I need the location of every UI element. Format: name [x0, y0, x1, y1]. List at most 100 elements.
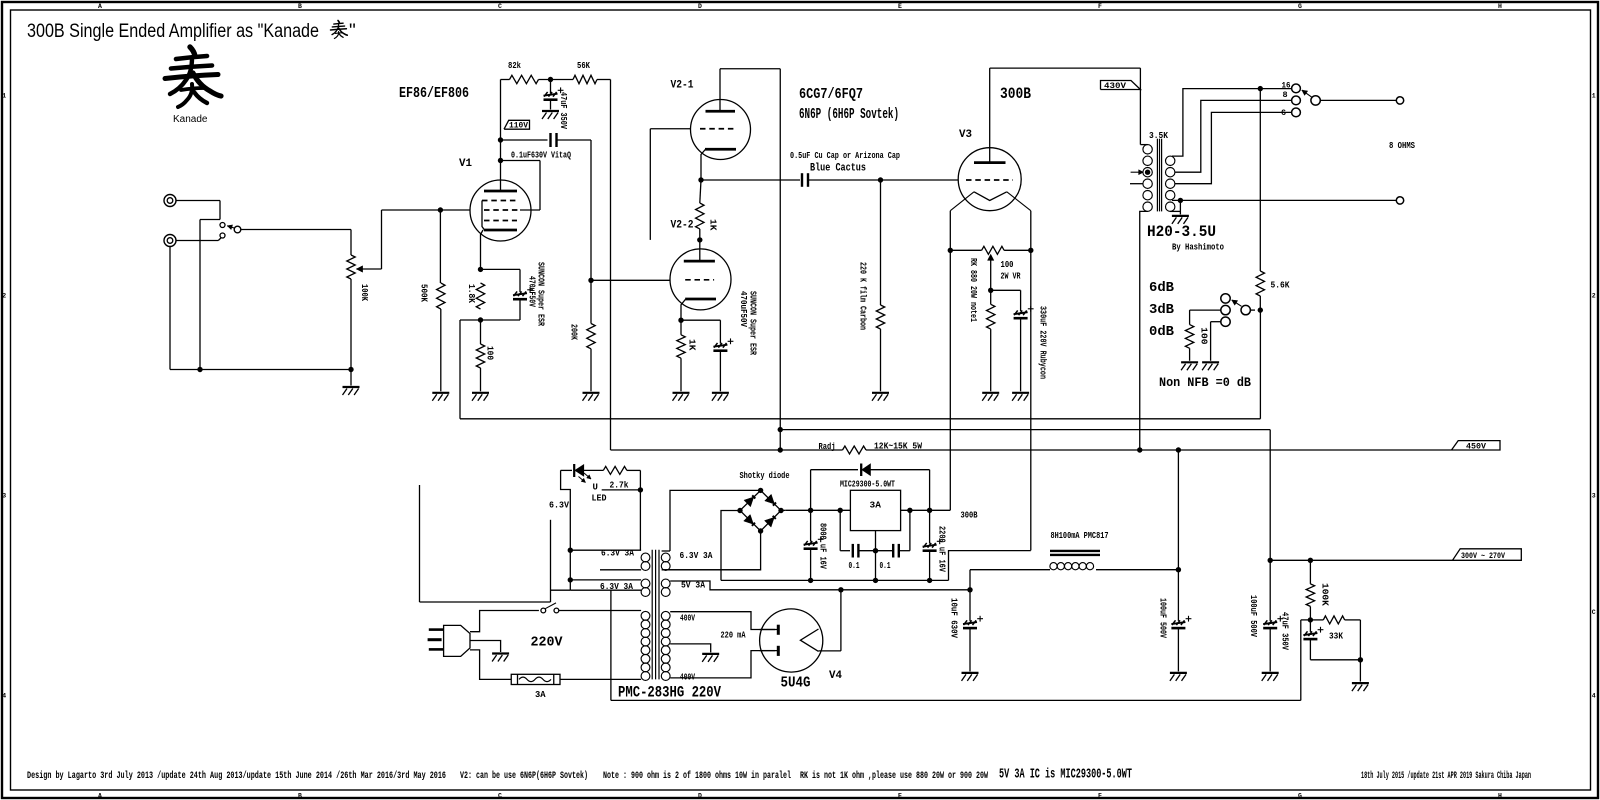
svg-text:300V ~ 270V: 300V ~ 270V	[1461, 552, 1505, 561]
svg-text:100K: 100K	[1320, 583, 1331, 606]
svg-text:2: 2	[1592, 293, 1596, 300]
svg-text:SUNCON Super ESR: SUNCON Super ESR	[536, 262, 547, 326]
svg-text:8H100mA PMC817: 8H100mA PMC817	[1051, 530, 1109, 541]
svg-text:4: 4	[2, 693, 6, 700]
svg-text:33K: 33K	[1329, 631, 1343, 642]
svg-text:220V: 220V	[531, 635, 564, 651]
svg-text:SUNCON Super ESR: SUNCON Super ESR	[748, 291, 759, 355]
svg-text:100uF 500V: 100uF 500V	[1248, 595, 1259, 637]
svg-text:1: 1	[2, 93, 6, 100]
svg-text:RK 880 20W note1: RK 880 20W note1	[968, 258, 979, 322]
svg-text:V2-1: V2-1	[671, 80, 694, 92]
svg-text:16: 16	[1282, 81, 1291, 91]
svg-text:6dB: 6dB	[1149, 281, 1174, 296]
svg-text:C: C	[498, 793, 502, 800]
svg-text:47uF 350V: 47uF 350V	[1280, 612, 1291, 650]
svg-text:100: 100	[1001, 259, 1014, 270]
svg-text:C: C	[498, 3, 502, 10]
svg-text:E: E	[898, 3, 902, 10]
svg-text:500K: 500K	[419, 284, 430, 302]
svg-text:A: A	[98, 793, 102, 800]
svg-text:100uF 500V: 100uF 500V	[1158, 598, 1169, 638]
svg-text:B: B	[298, 3, 302, 10]
svg-text:6: 6	[1281, 108, 1286, 118]
svg-text:LED: LED	[592, 494, 608, 504]
svg-text:F: F	[1098, 793, 1102, 800]
svg-text:MIC29300-5.0WT: MIC29300-5.0WT	[840, 479, 895, 490]
svg-text:5.6K: 5.6K	[1271, 280, 1290, 291]
svg-text:2.7k: 2.7k	[610, 480, 629, 491]
svg-text:470uF50V: 470uF50V	[738, 291, 749, 327]
svg-text:Kanade: Kanade	[173, 114, 208, 125]
svg-text:0.1: 0.1	[880, 560, 891, 571]
svg-text:Note : 900 ohm is 2 of 1800 oh: Note : 900 ohm is 2 of 1800 ohms 10W in …	[603, 770, 791, 782]
svg-text:V1: V1	[459, 158, 472, 170]
svg-text:H: H	[1498, 793, 1502, 800]
svg-text:H20-3.5U: H20-3.5U	[1147, 223, 1216, 241]
svg-text:300B: 300B	[961, 510, 978, 521]
svg-text:100K: 100K	[359, 284, 370, 301]
svg-text:V2: can be use 6N6P(6H6P Sovte: V2: can be use 6N6P(6H6P Sovtek)	[460, 770, 588, 782]
svg-text:12K~15K 5W: 12K~15K 5W	[874, 441, 922, 452]
svg-text:8: 8	[1283, 90, 1288, 100]
svg-text:EF86/EF806: EF86/EF806	[399, 85, 469, 102]
svg-text:By Hashimoto: By Hashimoto	[1172, 243, 1224, 253]
svg-text:0dB: 0dB	[1149, 325, 1174, 340]
svg-text:2W VR: 2W VR	[1001, 271, 1021, 282]
svg-text:220 mA: 220 mA	[721, 630, 746, 641]
svg-text:470uF50V: 470uF50V	[527, 276, 538, 307]
svg-text:RK is not 1K ohm ,please use 8: RK is not 1K ohm ,please use 880 20W or …	[800, 770, 988, 782]
svg-text:300B Single Ended Amplifier a: 300B Single Ended Amplifier as "Kanade	[27, 21, 319, 42]
svg-text:E: E	[898, 793, 902, 800]
svg-text:5V 3A IC is MIC29300-5.0WT: 5V 3A IC is MIC29300-5.0WT	[999, 768, 1132, 783]
svg-text:1: 1	[1592, 93, 1596, 100]
svg-text:PMC-283HG 220V: PMC-283HG 220V	[618, 684, 721, 702]
svg-text:Radj: Radj	[819, 441, 836, 452]
svg-text:3A: 3A	[870, 500, 882, 511]
svg-text:400V: 400V	[680, 612, 695, 623]
svg-text:200K: 200K	[569, 324, 580, 340]
svg-text:1K: 1K	[708, 219, 719, 231]
svg-text:3A: 3A	[535, 690, 546, 700]
svg-text:Blue Cactus: Blue Cactus	[810, 163, 866, 175]
svg-text:6.3V 3A: 6.3V 3A	[600, 581, 633, 592]
svg-text:47uF 350V: 47uF 350V	[558, 92, 569, 129]
svg-text:G: G	[1298, 3, 1302, 10]
svg-text:220 K film Carbon: 220 K film Carbon	[858, 262, 869, 330]
svg-text:V4: V4	[829, 670, 842, 682]
svg-text:1K: 1K	[687, 339, 698, 351]
svg-text:Design by Lagarto 3rd July 201: Design by Lagarto 3rd July 2013 /update …	[27, 770, 446, 782]
svg-text:5V 3A: 5V 3A	[681, 580, 705, 591]
svg-text:A: A	[98, 3, 102, 10]
svg-text:6N6P (6H6P Sovtek): 6N6P (6H6P Sovtek)	[799, 106, 899, 123]
svg-text:V2-2: V2-2	[671, 220, 694, 232]
svg-text:100: 100	[485, 346, 496, 360]
svg-text:0.1uF630V VitaQ: 0.1uF630V VitaQ	[511, 150, 571, 161]
svg-text:H: H	[1498, 3, 1502, 10]
svg-text:8 OHMS: 8 OHMS	[1389, 140, 1415, 151]
svg-text:6CG7/6FQ7: 6CG7/6FQ7	[799, 86, 863, 103]
svg-text:Non NFB =0 dB: Non NFB =0 dB	[1159, 375, 1251, 390]
svg-text:G: G	[1298, 793, 1302, 800]
svg-text:3.5K: 3.5K	[1149, 130, 1168, 141]
svg-text:0.5uF Cu Cap or Arizona Cap: 0.5uF Cu Cap or Arizona Cap	[790, 151, 900, 161]
svg-text:18th July 2015 /update 21st AP: 18th July 2015 /update 21st APR 2019 Sak…	[1361, 770, 1531, 782]
svg-text:430V: 430V	[1104, 83, 1126, 91]
svg-text:100: 100	[1199, 327, 1210, 344]
svg-text:0.1: 0.1	[849, 560, 860, 571]
svg-text:10uF 630V: 10uF 630V	[949, 598, 960, 638]
svg-text:3dB: 3dB	[1149, 303, 1174, 318]
svg-text:B: B	[298, 793, 302, 800]
svg-text:6.3V 3A: 6.3V 3A	[680, 550, 713, 561]
svg-text:1.8K: 1.8K	[466, 284, 477, 303]
svg-text:3: 3	[2, 493, 6, 500]
svg-text:C: C	[1592, 609, 1596, 616]
svg-text:2: 2	[2, 293, 6, 300]
svg-text:56K: 56K	[577, 60, 590, 71]
svg-text:8000 uF 16V: 8000 uF 16V	[818, 523, 829, 569]
svg-text:110V: 110V	[509, 123, 528, 131]
svg-text:6.3V 3A: 6.3V 3A	[601, 547, 634, 558]
svg-text:82k: 82k	[508, 60, 521, 71]
svg-text:": "	[349, 21, 356, 42]
svg-text:4: 4	[1592, 693, 1596, 700]
